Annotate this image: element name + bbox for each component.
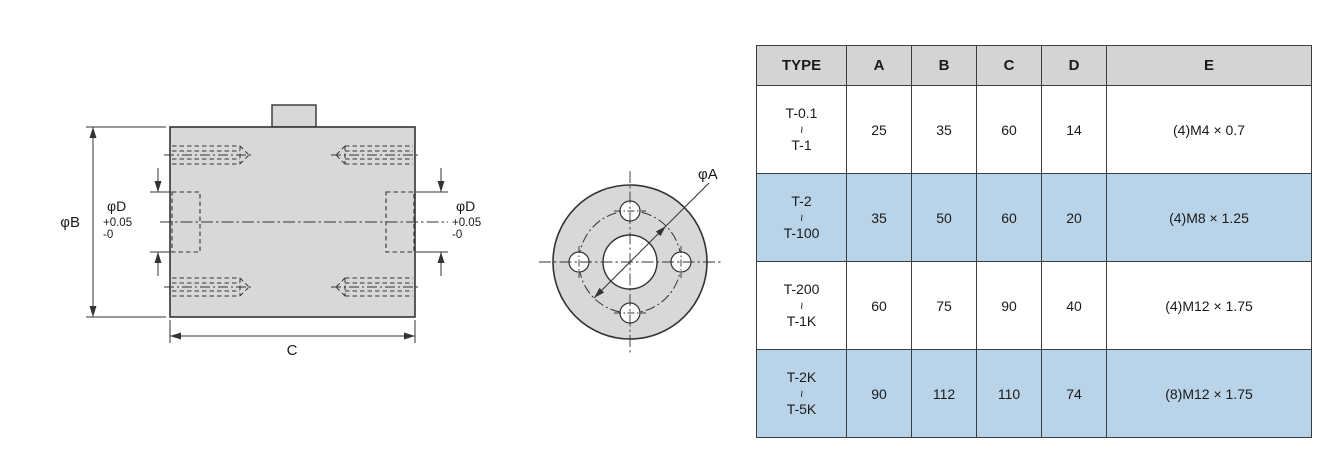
thread-top-right (331, 145, 421, 165)
cell-e: (4)M8 × 1.25 (1106, 173, 1312, 262)
side-view (86, 104, 448, 343)
dim-tol-minus-right: -0 (452, 229, 462, 241)
cell-a: 25 (846, 85, 912, 174)
dim-phi-a (593, 182, 710, 299)
header-b: B (911, 45, 977, 86)
header-type: TYPE (756, 45, 847, 86)
dim-phi-b (86, 126, 166, 318)
cell-e: (4)M4 × 0.7 (1106, 85, 1312, 174)
cell-b: 50 (911, 173, 977, 262)
cell-e: (4)M12 × 1.75 (1106, 261, 1312, 350)
cell-c: 90 (976, 261, 1042, 350)
cell-d: 40 (1041, 261, 1107, 350)
tilde-separator: ~ (794, 125, 810, 134)
dimension-table: TYPE A B C D E T-0.1 ~ T-1 25 35 60 14 (… (756, 45, 1312, 438)
right-bore-hidden (385, 191, 415, 253)
cell-type: T-200 ~ T-1K (756, 261, 847, 350)
cell-b: 75 (911, 261, 977, 350)
type-range-start: T-0.1 (785, 104, 818, 121)
dim-label-phi-d-right: φD (456, 198, 475, 214)
cell-c: 110 (976, 349, 1042, 438)
cell-b: 35 (911, 85, 977, 174)
cell-type: T-2 ~ T-100 (756, 173, 847, 262)
dim-phi-d-right (416, 168, 448, 276)
left-bore-hidden (171, 191, 201, 253)
type-range-start: T-2 (791, 192, 812, 209)
dim-label-phi-d-left: φD (107, 198, 126, 214)
cell-d: 14 (1041, 85, 1107, 174)
dim-tol-plus-left: +0.05 (103, 217, 132, 229)
header-d: D (1041, 45, 1107, 86)
thread-bottom-right (331, 277, 421, 297)
header-c: C (976, 45, 1042, 86)
tilde-separator: ~ (794, 301, 810, 310)
table-row: T-200 ~ T-1K 60 75 90 40 (4)M12 × 1.75 (756, 261, 1312, 350)
tilde-separator: ~ (794, 389, 810, 398)
dim-c (169, 320, 416, 343)
type-range-end: T-1K (786, 313, 817, 330)
dim-tol-minus-left: -0 (103, 229, 113, 241)
header-e: E (1106, 45, 1312, 86)
dim-phi-d-left (150, 168, 170, 276)
tilde-separator: ~ (794, 213, 810, 222)
thread-bottom-left (164, 277, 254, 297)
type-range-end: T-1 (791, 137, 812, 154)
thread-top-left (164, 145, 254, 165)
type-range-start: T-2K (786, 368, 817, 385)
cell-d: 74 (1041, 349, 1107, 438)
header-a: A (846, 45, 912, 86)
cell-d: 20 (1041, 173, 1107, 262)
cell-b: 112 (911, 349, 977, 438)
cell-e: (8)M12 × 1.75 (1106, 349, 1312, 438)
cell-a: 35 (846, 173, 912, 262)
cell-type: T-0.1 ~ T-1 (756, 85, 847, 174)
table-row: T-0.1 ~ T-1 25 35 60 14 (4)M4 × 0.7 (756, 85, 1312, 174)
type-range-end: T-5K (786, 401, 817, 418)
type-range-start: T-200 (783, 280, 820, 297)
table-row: T-2K ~ T-5K 90 112 110 74 (8)M12 × 1.75 (756, 349, 1312, 438)
side-view-top-tab (271, 104, 317, 128)
side-view-labels: φB C φD +0.05 -0 φD +0.05 -0 (60, 198, 481, 359)
dim-label-phi-b: φB (60, 214, 80, 231)
technical-drawing: φB C φD +0.05 -0 φD +0.05 -0 (60, 104, 721, 359)
cell-a: 60 (846, 261, 912, 350)
front-view-labels: φA (698, 166, 718, 183)
cell-type: T-2K ~ T-5K (756, 349, 847, 438)
cell-a: 90 (846, 349, 912, 438)
dim-label-phi-a: φA (698, 166, 718, 183)
table-header-row: TYPE A B C D E (756, 45, 1312, 86)
cell-c: 60 (976, 85, 1042, 174)
dim-label-c: C (287, 342, 298, 359)
dim-tol-plus-right: +0.05 (452, 217, 481, 229)
front-view (539, 171, 721, 353)
table-row: T-2 ~ T-100 35 50 60 20 (4)M8 × 1.25 (756, 173, 1312, 262)
cell-c: 60 (976, 173, 1042, 262)
type-range-end: T-100 (783, 225, 820, 242)
